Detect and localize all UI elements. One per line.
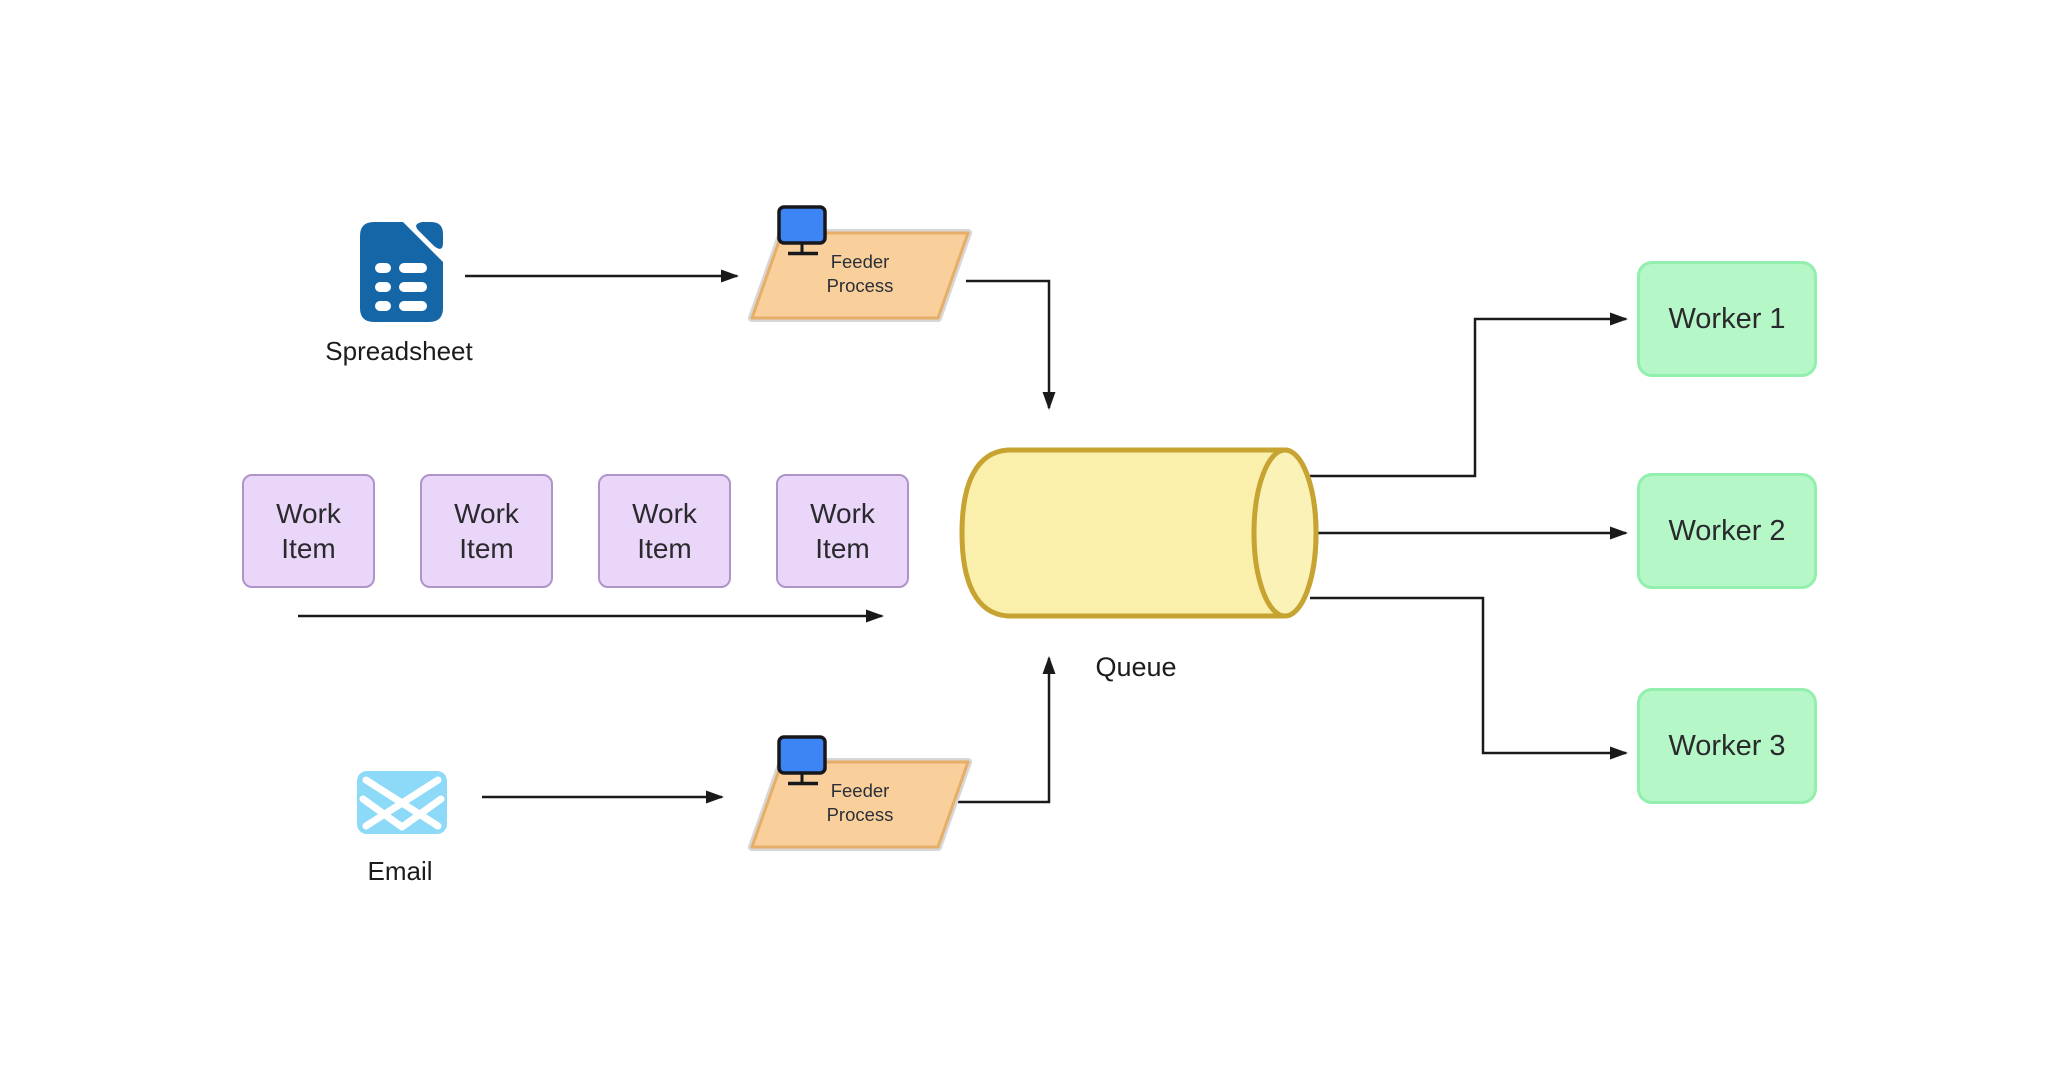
connector-feeder-bottom-to-queue: [958, 656, 1056, 804]
feeder-top-label: Feeder Process: [760, 250, 960, 299]
work-item-label-line1: Work: [632, 498, 697, 529]
envelope-flap-lines: [359, 776, 445, 831]
spreadsheet-fold: [416, 222, 443, 249]
worker-1-node[interactable]: Worker 1: [1637, 261, 1817, 377]
queue-cylinder-node[interactable]: [959, 447, 1319, 619]
connector-feeder-top-to-queue: [966, 279, 1056, 410]
email-label: Email: [367, 856, 433, 886]
worker-label: Worker 3: [1668, 729, 1786, 762]
spreadsheet-label: Spreadsheet: [325, 336, 473, 366]
work-item-node[interactable]: Work Item: [242, 474, 375, 588]
feeder-process-bottom-node[interactable]: [748, 735, 972, 851]
monitor-icon: [777, 735, 827, 786]
spreadsheet-rows: [375, 263, 427, 311]
work-item-label-line1: Work: [276, 498, 341, 529]
worker-3-node[interactable]: Worker 3: [1637, 688, 1817, 804]
worker-label: Worker 2: [1668, 514, 1786, 547]
work-item-node[interactable]: Work Item: [598, 474, 731, 588]
work-item-label-line2: Item: [459, 533, 514, 564]
work-item-label-line2: Item: [281, 533, 336, 564]
feeder-bottom-label-line2: Process: [826, 804, 894, 826]
monitor-icon: [777, 205, 827, 256]
work-item-node[interactable]: Work Item: [420, 474, 553, 588]
email-envelope-icon[interactable]: [357, 771, 447, 834]
queue-cylinder-cap: [1251, 447, 1319, 619]
feeder-bottom-label-line1: Feeder: [830, 780, 890, 801]
work-item-node[interactable]: Work Item: [776, 474, 909, 588]
feeder-process-top-node[interactable]: [748, 205, 972, 322]
worker-2-node[interactable]: Worker 2: [1637, 473, 1817, 589]
work-item-label-line1: Work: [454, 498, 519, 529]
work-item-label-line1: Work: [810, 498, 875, 529]
connector-queue-to-worker-3: [1310, 596, 1628, 760]
feeder-top-label-line2: Process: [826, 275, 894, 297]
worker-label: Worker 1: [1668, 302, 1786, 335]
feeder-bottom-label: Feeder Process: [760, 779, 960, 828]
feeder-top-label-line1: Feeder: [830, 251, 890, 272]
work-item-label-line2: Item: [815, 533, 870, 564]
connector-queue-to-worker-1: [1310, 312, 1628, 478]
queue-label: Queue: [1095, 652, 1177, 682]
work-item-label-line2: Item: [637, 533, 692, 564]
spreadsheet-document-icon[interactable]: [360, 222, 443, 322]
